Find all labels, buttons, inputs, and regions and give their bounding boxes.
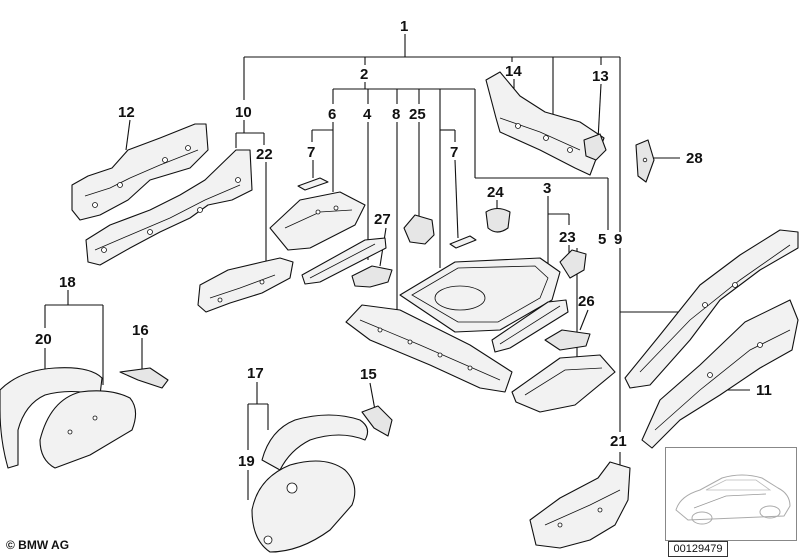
part-15-bracket — [361, 405, 393, 437]
callout-28: 28 — [686, 150, 703, 167]
callout-7-right: 7 — [450, 144, 458, 161]
part-floor-centre — [399, 257, 561, 333]
part-5-rear-floor — [511, 354, 616, 413]
part-14-bulkhead — [485, 71, 605, 176]
part-22-bracket — [197, 257, 294, 313]
callout-11: 11 — [756, 382, 772, 399]
callout-26: 26 — [578, 293, 595, 310]
car-icon — [675, 474, 791, 525]
part-11-rail-right-lower — [641, 299, 799, 449]
part-8-crossmember — [345, 304, 513, 393]
callout-23: 23 — [559, 229, 576, 246]
callout-17: 17 — [247, 365, 264, 382]
callout-14: 14 — [505, 63, 522, 80]
part-23-bracket — [559, 249, 587, 279]
part-6-floor-front — [269, 191, 366, 251]
callout-12: 12 — [118, 104, 135, 121]
callout-21: 21 — [610, 433, 627, 450]
part-24-bracket — [485, 207, 511, 233]
callout-8: 8 — [392, 106, 400, 123]
part-3-sill-right — [491, 299, 569, 353]
callout-22: 22 — [256, 146, 273, 163]
callout-1: 1 — [400, 18, 408, 35]
callout-20: 20 — [35, 331, 52, 348]
part-9-rail-right — [624, 229, 799, 389]
callout-15: 15 — [360, 366, 377, 383]
part-25-bracket — [403, 214, 435, 245]
part-13-bracket — [583, 133, 607, 161]
callout-9: 9 — [614, 231, 622, 248]
callout-25: 25 — [409, 106, 426, 123]
leader-lines — [44, 34, 750, 500]
part-26-bracket — [544, 329, 591, 351]
part-12-rail-upper — [71, 123, 209, 221]
callout-24: 24 — [487, 184, 504, 201]
part-17-wheelhouse — [261, 414, 369, 471]
part-18-wheelhouse-inner — [39, 390, 137, 469]
callout-4: 4 — [363, 106, 372, 123]
callout-27: 27 — [374, 211, 391, 228]
diagram-id: 00129479 — [668, 541, 728, 557]
callout-3: 3 — [543, 180, 551, 197]
callouts: 1 2 14 13 12 10 22 6 4 8 25 7 7 28 24 3 … — [35, 18, 772, 470]
part-19-wheelhouse — [251, 460, 356, 553]
callout-18: 18 — [59, 274, 76, 291]
callout-2: 2 — [360, 66, 368, 83]
callout-13: 13 — [592, 68, 609, 85]
callout-19: 19 — [238, 453, 255, 470]
part-20-wheelhouse-outer — [0, 367, 103, 469]
callout-7-left: 7 — [307, 144, 315, 161]
copyright-label: © BMW AG — [6, 538, 70, 552]
callout-6: 6 — [328, 106, 336, 123]
callout-16: 16 — [132, 322, 149, 339]
parts — [0, 71, 799, 553]
part-10-rail-lower — [85, 149, 253, 266]
part-7-plate-right — [449, 235, 477, 249]
part-27-bracket — [351, 265, 393, 288]
callout-5: 5 — [598, 231, 606, 248]
callout-10: 10 — [235, 104, 252, 121]
part-16-bracket — [119, 367, 169, 389]
part-7-plate-left — [297, 177, 329, 191]
part-21-bracket — [529, 461, 631, 549]
part-28-clip — [635, 139, 655, 183]
part-4-sill — [301, 237, 387, 285]
vehicle-thumbnail — [665, 447, 797, 541]
